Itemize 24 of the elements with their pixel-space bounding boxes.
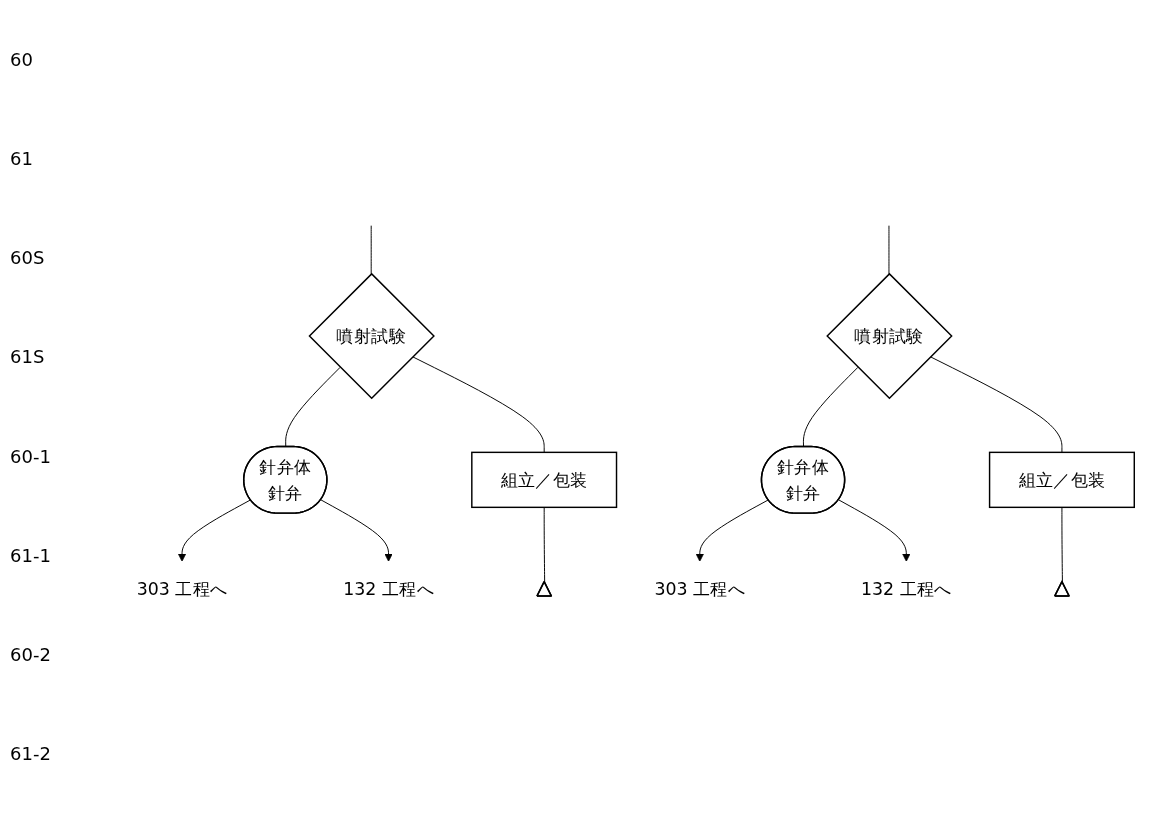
node-box: 組立／包装 (988, 451, 1135, 509)
connector (1061, 506, 1063, 583)
connector (888, 225, 890, 275)
step-number: 60S (10, 247, 46, 269)
node-text: 132 工程へ (343, 578, 434, 599)
step-number: 61-2 (10, 742, 52, 764)
step-number: 61-1 (10, 544, 52, 566)
connector (285, 366, 341, 448)
node-text: 303 工程へ (654, 578, 746, 599)
node-text: 303 工程へ (136, 578, 228, 599)
node-box: 組立／包装 (471, 451, 618, 509)
step-number: 60 (10, 49, 34, 71)
connector (412, 356, 545, 453)
step-number: 60-1 (10, 445, 52, 467)
node-text: 132 工程へ (860, 578, 952, 599)
connector (802, 366, 859, 448)
node-diamond: 噴射試験 (826, 272, 953, 400)
node-diamond: 噴射試験 (308, 272, 435, 400)
connector (930, 356, 1063, 453)
step-number: 61S (10, 346, 46, 368)
connector (370, 225, 372, 275)
step-number: 61 (10, 148, 34, 170)
step-number: 60-2 (10, 643, 52, 665)
connector (543, 506, 546, 583)
